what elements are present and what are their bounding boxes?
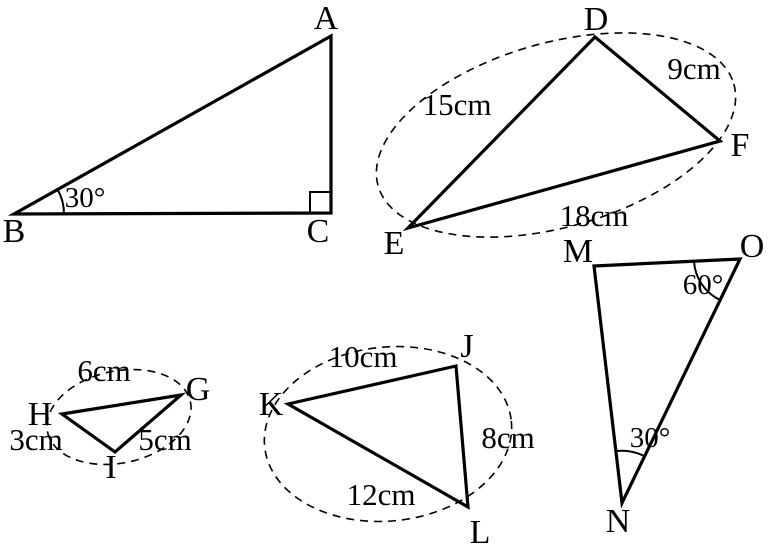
vertex-label-m: M (563, 233, 593, 270)
vertex-label-o: O (740, 228, 765, 265)
vertex-label-g: G (186, 371, 211, 408)
vertex-label-l: L (470, 514, 491, 549)
side-label-ig: 5cm (138, 422, 191, 457)
triangle-jkl: J K L 10cm 8cm 12cm (259, 328, 535, 549)
triangle-def-edges (402, 34, 724, 232)
vertex-label-d: D (584, 1, 609, 38)
side-label-kl: 12cm (347, 477, 416, 512)
angle-arc-n (615, 449, 646, 458)
vertex-label-n: N (606, 503, 631, 540)
side-label-kj: 10cm (329, 339, 398, 374)
triangle-mno: M O N 60° 30° (563, 228, 764, 540)
triangle-ghi: H G I 6cm 3cm 5cm (9, 353, 210, 486)
angle-label-b: 30° (65, 182, 106, 214)
vertex-label-k: K (259, 386, 284, 423)
vertex-label-j: J (460, 328, 473, 365)
vertex-label-h: H (28, 396, 53, 433)
side-label-ef: 18cm (560, 198, 629, 233)
angle-arc-o (693, 260, 721, 301)
angle-label-n: 30° (630, 422, 671, 454)
side-label-hi: 3cm (9, 422, 62, 457)
vertex-label-a: A (314, 0, 339, 37)
dashed-ellipse-jkl (263, 345, 513, 523)
vertex-label-e: E (384, 225, 405, 262)
triangle-mno-edges (592, 257, 743, 509)
triangle-jkl-edges (283, 364, 470, 510)
dashed-ellipse-ghi (46, 368, 192, 466)
side-label-jl: 8cm (481, 420, 534, 455)
vertex-label-c: C (307, 213, 330, 250)
angle-label-o: 60° (683, 269, 724, 301)
vertex-label-b: B (3, 213, 26, 250)
right-angle-marker-c (309, 191, 331, 213)
side-label-df: 9cm (667, 51, 720, 86)
triangle-abc-edges (7, 33, 333, 216)
triangle-ghi-edges (57, 392, 187, 455)
dashed-ellipse-def (375, 32, 737, 238)
side-label-de: 15cm (423, 87, 492, 122)
triangle-def: D E F 15cm 9cm 18cm (375, 1, 750, 262)
angle-arc-b (56, 189, 66, 215)
side-label-hg: 6cm (77, 353, 130, 388)
triangle-abc: A B C 30° (3, 0, 339, 250)
vertex-label-i: I (105, 449, 116, 486)
vertex-label-f: F (731, 127, 750, 164)
